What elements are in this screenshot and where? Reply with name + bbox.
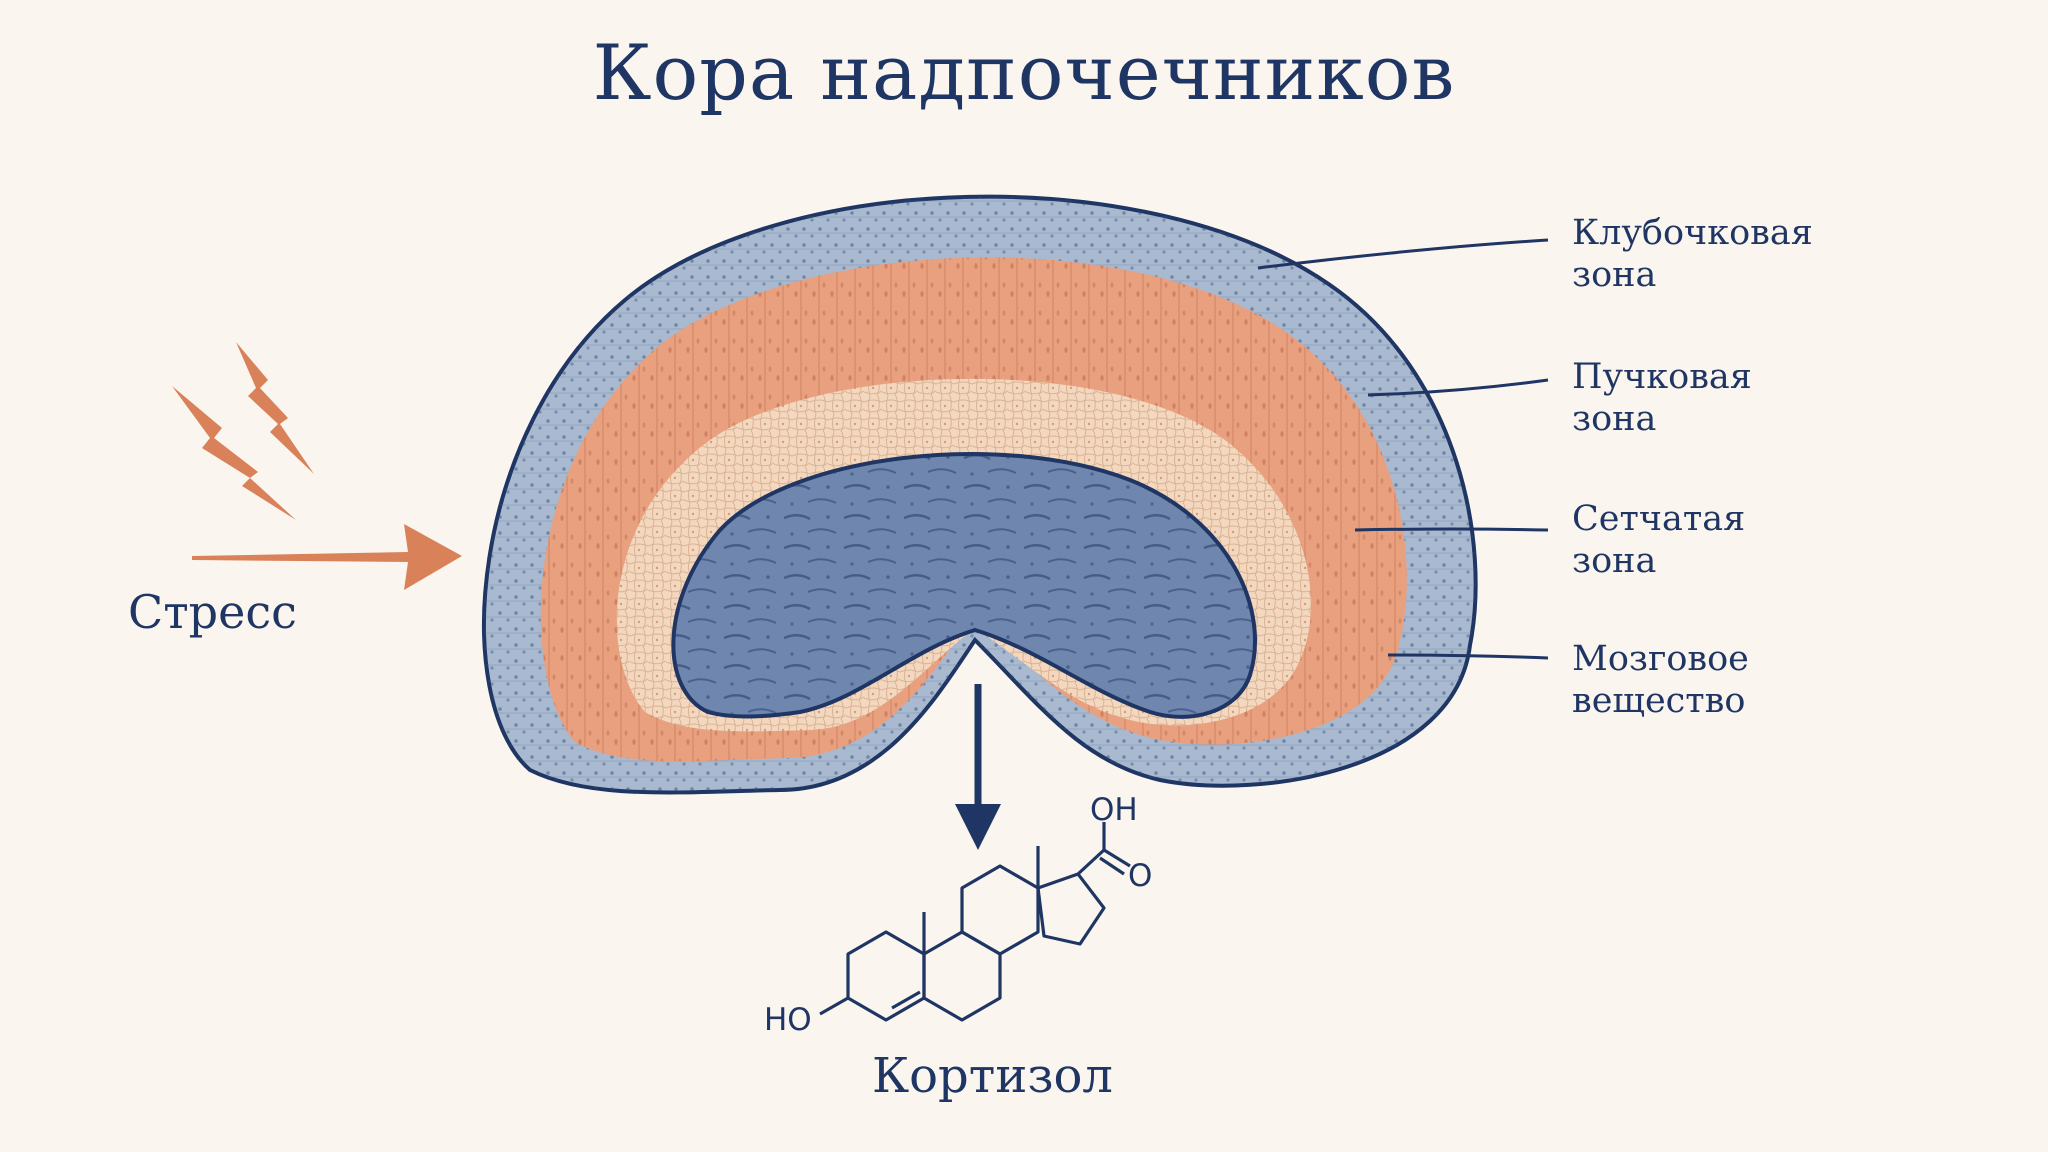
arrow-down-icon: [955, 684, 1001, 850]
arrow-right-icon: [192, 524, 462, 590]
medulla: [671, 452, 1257, 719]
label-medulla: Мозговое вещество: [1572, 638, 1992, 722]
label-zona-glomerulosa: Клубочковая зона: [1572, 212, 1992, 296]
label-zona-glomerulosa-line1: Клубочковая: [1572, 213, 1813, 253]
label-zona-reticularis: Сетчатая зона: [1572, 498, 1992, 582]
cortisol-structure: OH O HO: [764, 792, 1152, 1038]
cortisol-oxo-group: O: [1128, 858, 1152, 894]
page-title: Кора надпочечников: [592, 28, 1456, 117]
label-zona-fasciculata-line2: зона: [1572, 399, 1657, 439]
label-zona-fasciculata-line1: Пучковая: [1572, 357, 1752, 397]
cortisol-ho-group: HO: [764, 1002, 812, 1038]
label-zona-reticularis-line2: зона: [1572, 541, 1657, 581]
label-medulla-line2: вещество: [1572, 681, 1746, 721]
label-zona-glomerulosa-line2: зона: [1572, 255, 1657, 295]
label-medulla-line1: Мозговое: [1572, 639, 1749, 679]
label-zona-fasciculata: Пучковая зона: [1572, 356, 1992, 440]
leader-lines: [1257, 238, 1549, 660]
leader-line-reticularis: [1354, 527, 1549, 532]
stress-label: Стресс: [128, 585, 297, 639]
leader-line-glomerulosa: [1257, 238, 1549, 270]
leader-line-medulla: [1387, 653, 1549, 660]
cortisol-oh-group: OH: [1090, 792, 1138, 828]
adrenal-gland: [482, 194, 1478, 795]
leader-line-fasciculata: [1367, 378, 1549, 397]
lightning-bolt-icon: [172, 342, 314, 520]
label-zona-reticularis-line1: Сетчатая: [1572, 499, 1746, 539]
cortisol-label: Кортизол: [872, 1048, 1113, 1104]
